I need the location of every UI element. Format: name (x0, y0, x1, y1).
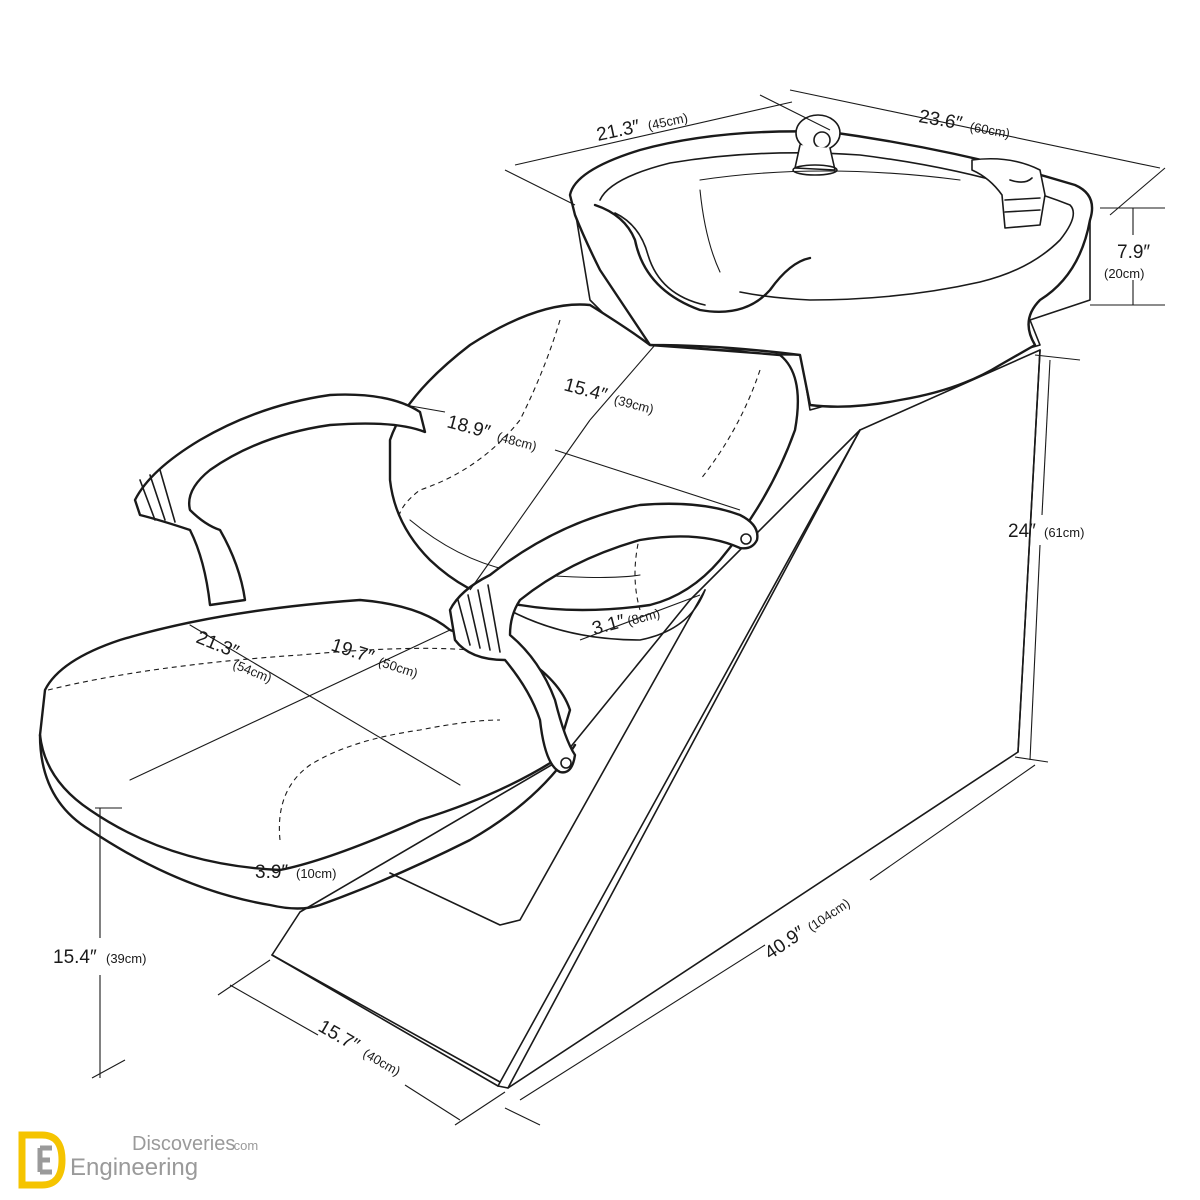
dim-seat-thickness-unit: (10cm) (296, 866, 336, 881)
logo-line1-suffix: .com (230, 1138, 258, 1153)
dim-base-height-value: 24″ (1008, 521, 1036, 542)
dim-base-width-value: 15.7″ (315, 1016, 364, 1056)
wash-basin (568, 114, 1094, 411)
seat-cushion (38, 598, 577, 910)
dim-seat-height-unit: (39cm) (106, 951, 146, 966)
dim-basin-height-unit: (20cm) (1104, 266, 1144, 281)
dim-back-thickness-value: 3.1″ (590, 611, 628, 640)
engineering-discoveries-logo: Discoveries .com Engineering (18, 1131, 258, 1189)
dim-base-height-unit: (61cm) (1044, 525, 1084, 540)
logo-line1: Discoveries (132, 1133, 235, 1155)
logo-mark-icon (18, 1131, 66, 1189)
sprayer-handle (971, 157, 1046, 229)
dim-total-length-value: 40.9″ (761, 922, 809, 964)
dim-base-width-unit: (40cm) (361, 1046, 404, 1079)
dim-seat-thickness: 3.9″ (10cm) (255, 862, 336, 883)
dim-base-width: 15.7″ (40cm) (315, 1016, 404, 1079)
logo-line2: Engineering (70, 1154, 198, 1181)
dimension-lines (91, 89, 1166, 1126)
dim-base-height: 24″ (61cm) (1008, 521, 1084, 542)
dim-basin-depth-value: 21.3″ (595, 116, 642, 146)
faucet-knob (792, 114, 841, 176)
dim-basin-depth: 21.3″ (45cm) (595, 110, 689, 146)
dim-basin-width-unit: (60cm) (969, 119, 1011, 141)
dim-basin-width-value: 23.6″ (917, 106, 964, 134)
dim-basin-depth-unit: (45cm) (646, 110, 689, 133)
dim-seat-height: 15.4″ (39cm) (53, 947, 146, 968)
dim-seat-thickness-value: 3.9″ (255, 862, 288, 883)
dim-basin-height-value: 7.9″ (1117, 242, 1150, 263)
armrest-right (448, 502, 759, 774)
armrest-left (133, 393, 427, 607)
dim-back-thickness-unit: (8cm) (626, 605, 662, 628)
dim-seat-height-value: 15.4″ (53, 947, 97, 968)
dim-basin-width: 23.6″ (60cm) (917, 106, 1011, 141)
dim-total-length-unit: (104cm) (805, 895, 853, 934)
dim-basin-height: 7.9″ (20cm) (1104, 242, 1150, 281)
